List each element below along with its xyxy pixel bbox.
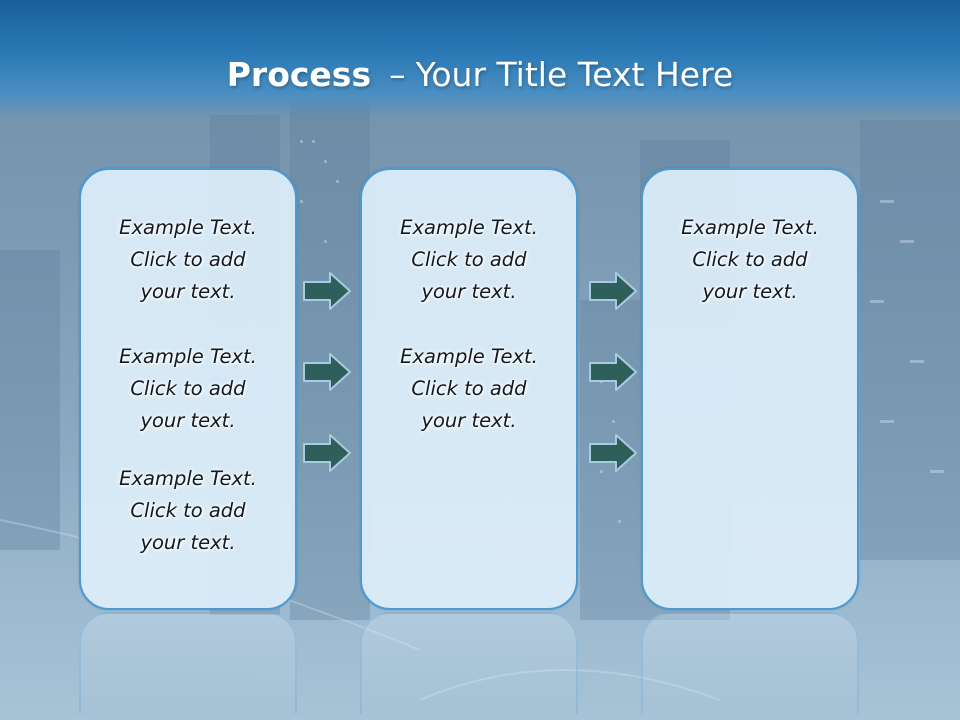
text-line: Click to add [411, 377, 527, 400]
box-reflection-2 [360, 612, 578, 714]
text-line: Click to add [411, 248, 527, 271]
right-arrow-icon[interactable] [588, 433, 638, 473]
right-arrow-icon[interactable] [588, 352, 638, 392]
text-line: Click to add [130, 248, 246, 271]
text-line: your text. [140, 409, 236, 432]
text-line: Example Text. [681, 216, 819, 239]
text-line: Click to add [130, 377, 246, 400]
right-arrow-icon[interactable] [302, 271, 352, 311]
text-line: your text. [421, 280, 517, 303]
text-line: Example Text. [119, 467, 257, 490]
title-dash: – [389, 55, 406, 94]
process-box-1[interactable]: Example Text. Click to add your text. Ex… [79, 168, 297, 610]
title-bar [0, 0, 960, 118]
text-line: your text. [702, 280, 798, 303]
box-reflection-1 [79, 612, 297, 714]
text-line: your text. [140, 531, 236, 554]
title-bold-text: Process [226, 55, 372, 94]
text-line: your text. [140, 280, 236, 303]
text-block[interactable]: Example Text. Click to add your text. [362, 341, 576, 437]
text-block[interactable]: Example Text. Click to add your text. [81, 212, 295, 308]
right-arrow-icon[interactable] [302, 433, 352, 473]
title-rest-text: Your Title Text Here [415, 55, 734, 94]
text-block[interactable]: Example Text. Click to add your text. [81, 463, 295, 559]
text-block[interactable]: Example Text. Click to add your text. [643, 212, 857, 308]
slide-title[interactable]: Process–Your Title Text Here [0, 55, 960, 95]
text-line: Example Text. [119, 345, 257, 368]
box-reflection-3 [641, 612, 859, 714]
right-arrow-icon[interactable] [588, 271, 638, 311]
text-line: Example Text. [400, 216, 538, 239]
text-line: Example Text. [119, 216, 257, 239]
process-box-3[interactable]: Example Text. Click to add your text. [641, 168, 859, 610]
text-line: Example Text. [400, 345, 538, 368]
text-line: Click to add [692, 248, 808, 271]
process-box-2[interactable]: Example Text. Click to add your text. Ex… [360, 168, 578, 610]
text-line: your text. [421, 409, 517, 432]
right-arrow-icon[interactable] [302, 352, 352, 392]
text-block[interactable]: Example Text. Click to add your text. [362, 212, 576, 308]
text-line: Click to add [130, 499, 246, 522]
text-block[interactable]: Example Text. Click to add your text. [81, 341, 295, 437]
